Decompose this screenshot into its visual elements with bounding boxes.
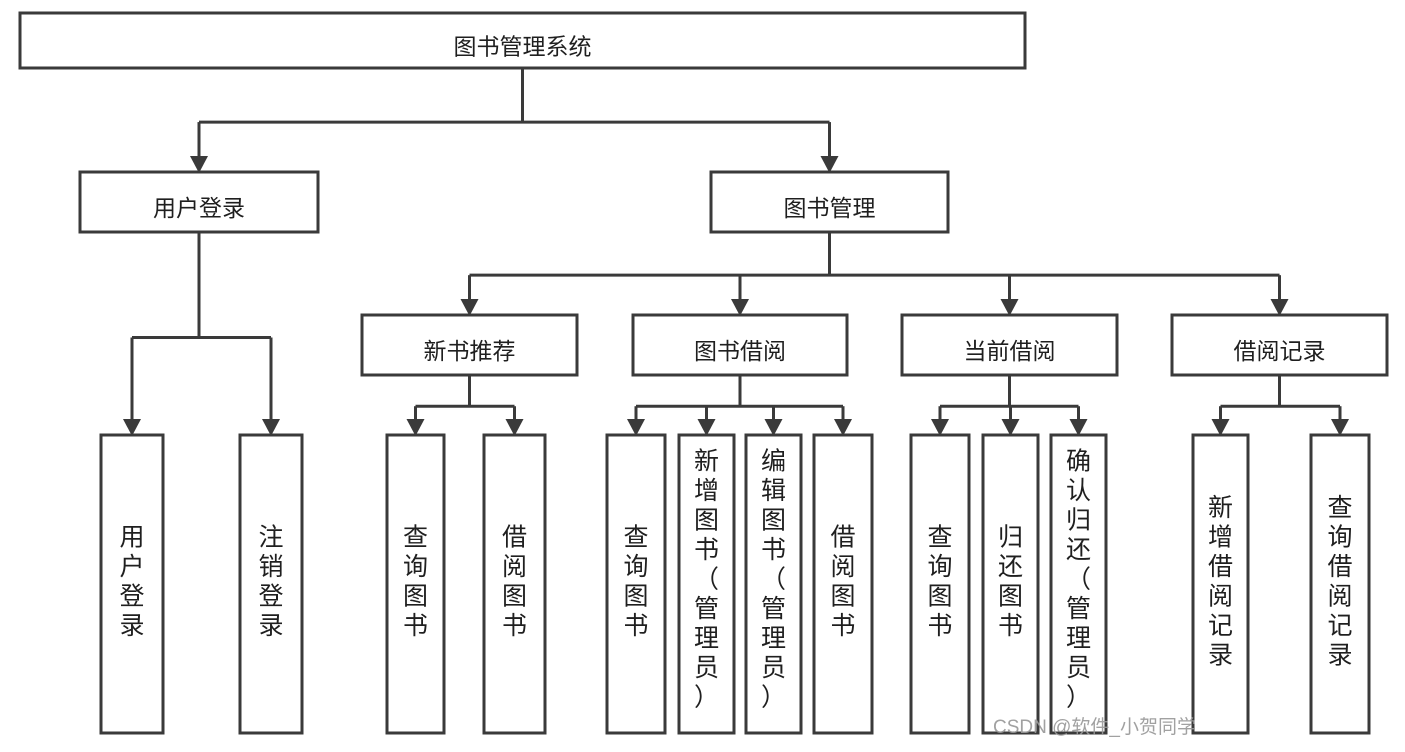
- node-label: 图书管理系统: [454, 34, 592, 60]
- node-book-borrow[interactable]: 图书借阅: [631, 313, 849, 377]
- edge-group-borrow-record: [1211, 375, 1349, 436]
- arrow-head-icon: [731, 299, 749, 316]
- node-label: 查询借阅记录: [1327, 494, 1352, 670]
- node-label: 新增借阅记录: [1208, 494, 1233, 670]
- node-box: [1191, 433, 1250, 735]
- node-label: 当前借阅: [964, 338, 1056, 364]
- node-leaf-query-borrow-record[interactable]: 查询借阅记录: [1309, 433, 1371, 735]
- arrow-head-icon: [262, 419, 280, 436]
- edge-group-current-borrow: [931, 375, 1088, 436]
- node-label: 借阅图书: [830, 524, 855, 641]
- node-box: [677, 433, 736, 735]
- node-user-login[interactable]: 用户登录: [78, 170, 320, 234]
- arrow-head-icon: [505, 419, 524, 436]
- node-label: 图书借阅: [694, 338, 786, 364]
- node-box: [482, 433, 547, 735]
- node-box: [238, 433, 304, 735]
- node-leaf-add-borrow-record[interactable]: 新增借阅记录: [1191, 433, 1250, 735]
- arrow-head-icon: [406, 419, 425, 436]
- node-box: [981, 433, 1040, 735]
- node-box: [744, 433, 803, 735]
- node-leaf-borrow-book[interactable]: 借阅图书: [812, 433, 874, 735]
- node-leaf-add-book-admin[interactable]: 新增图书（管理员）: [677, 433, 736, 735]
- arrow-head-icon: [1331, 419, 1349, 436]
- node-leaf-logout[interactable]: 注销登录: [238, 433, 304, 735]
- node-label: 借阅记录: [1234, 338, 1326, 364]
- node-box: [631, 313, 849, 377]
- node-label: 借阅图书: [502, 524, 527, 641]
- arrow-head-icon: [1069, 419, 1088, 436]
- node-label: 归还图书: [998, 524, 1023, 641]
- edge-group-root: [190, 68, 839, 173]
- arrow-head-icon: [627, 419, 645, 436]
- node-leaf-query-book-current[interactable]: 查询图书: [909, 433, 971, 735]
- node-label: 注销登录: [258, 524, 283, 641]
- node-box: [385, 433, 446, 735]
- arrow-head-icon: [764, 419, 783, 436]
- arrow-head-icon: [1000, 299, 1019, 316]
- arrow-head-icon: [460, 299, 479, 316]
- node-box: [909, 433, 971, 735]
- node-label: 查询图书: [927, 524, 952, 641]
- node-label: 查询图书: [403, 524, 428, 641]
- csdn-watermark: CSDN @软件_小贺同学: [993, 716, 1196, 738]
- edge-group-book-borrow: [627, 375, 852, 436]
- node-box: [99, 433, 165, 735]
- arrow-head-icon: [931, 419, 949, 436]
- edge-group-book-manage: [460, 232, 1289, 316]
- node-label: 编辑图书（管理员）: [761, 448, 786, 712]
- node-box: [78, 170, 320, 234]
- node-label: 新书推荐: [424, 338, 516, 364]
- node-box: [709, 170, 950, 234]
- arrow-head-icon: [123, 419, 141, 436]
- node-box: [900, 313, 1119, 377]
- node-current-borrow[interactable]: 当前借阅: [900, 313, 1119, 377]
- node-box: [1049, 433, 1108, 735]
- node-label: 新增图书（管理员）: [694, 448, 719, 712]
- node-box: [605, 433, 667, 735]
- arrow-head-icon: [820, 156, 839, 173]
- node-box: [360, 313, 579, 377]
- arrow-head-icon: [1270, 299, 1289, 316]
- node-label: 查询图书: [623, 524, 648, 641]
- arrow-head-icon: [697, 419, 716, 436]
- node-book-manage[interactable]: 图书管理: [709, 170, 950, 234]
- nodes-layer: 图书管理系统用户登录图书管理新书推荐图书借阅当前借阅借阅记录用户登录注销登录查询…: [18, 11, 1389, 735]
- node-leaf-user-login[interactable]: 用户登录: [99, 433, 165, 735]
- node-borrow-record[interactable]: 借阅记录: [1170, 313, 1389, 377]
- edges-layer: [123, 68, 1349, 436]
- node-box: [1170, 313, 1389, 377]
- node-box: [1309, 433, 1371, 735]
- edge-group-user-login: [123, 232, 280, 436]
- node-leaf-confirm-return-admin[interactable]: 确认归还（管理员）: [1049, 433, 1108, 735]
- node-leaf-query-book-borrow[interactable]: 查询图书: [605, 433, 667, 735]
- arrow-head-icon: [1211, 419, 1230, 436]
- edge-group-new-book-recommend: [406, 375, 524, 436]
- node-label: 用户登录: [153, 195, 245, 221]
- node-label: 图书管理: [784, 195, 876, 221]
- node-new-book-recommend[interactable]: 新书推荐: [360, 313, 579, 377]
- node-box: [812, 433, 874, 735]
- arrow-head-icon: [1001, 419, 1020, 436]
- node-leaf-borrow-book-rec[interactable]: 借阅图书: [482, 433, 547, 735]
- node-leaf-edit-book-admin[interactable]: 编辑图书（管理员）: [744, 433, 803, 735]
- arrow-head-icon: [190, 156, 208, 173]
- node-label: 用户登录: [119, 524, 144, 641]
- node-leaf-query-book-rec[interactable]: 查询图书: [385, 433, 446, 735]
- arrow-head-icon: [834, 419, 852, 436]
- node-label: 确认归还（管理员）: [1066, 448, 1091, 712]
- node-root[interactable]: 图书管理系统: [18, 11, 1027, 70]
- node-leaf-return-book[interactable]: 归还图书: [981, 433, 1040, 735]
- node-box: [18, 11, 1027, 70]
